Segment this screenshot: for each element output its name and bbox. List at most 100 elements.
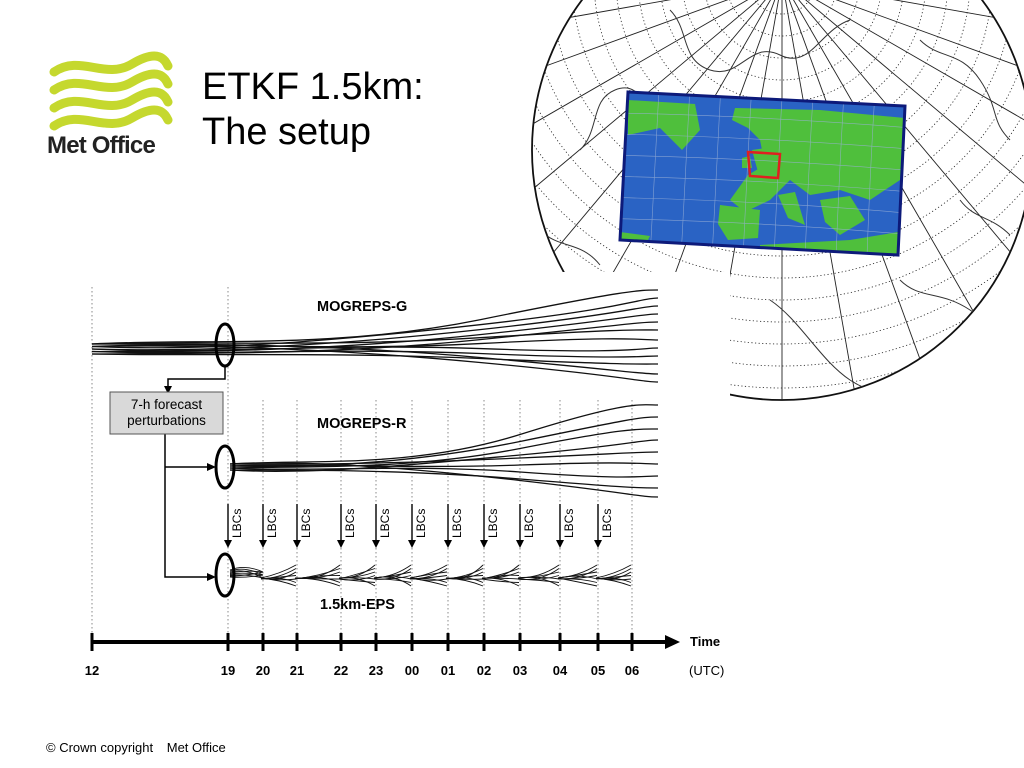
time-tick-label: 20 (256, 663, 270, 678)
domain-meridian (835, 102, 844, 252)
eps-member (481, 564, 520, 579)
global-member (91, 321, 659, 355)
time-label: Time (690, 634, 720, 649)
time-tick-label: 00 (405, 663, 419, 678)
lbc-label: LBCs (562, 509, 576, 538)
domain-meridian (650, 93, 660, 242)
footer-org: Met Office (166, 740, 226, 755)
domain-parallel (625, 133, 904, 149)
eps-member (373, 578, 412, 583)
lbc-arrowhead (516, 540, 524, 548)
uk-domain-box (746, 150, 782, 180)
global-member (91, 289, 659, 345)
lbc-label: LBCs (450, 509, 464, 538)
lbc-label: LBCs (265, 509, 279, 538)
globe-meridian (781, 0, 1024, 400)
eps-member (409, 571, 448, 579)
time-tick-label: 05 (591, 663, 605, 678)
lbc-label: LBCs (378, 509, 392, 538)
met-office-logo (49, 51, 173, 131)
ensemble-schematic: 7-h forecast perturbations MOGREPS-G MOG… (85, 287, 724, 678)
eps-member (338, 577, 376, 587)
globe-meridian (781, 0, 1024, 102)
lbc-label: LBCs (600, 509, 614, 538)
mogreps-r-trajectories (229, 404, 659, 498)
mogreps-g-label: MOGREPS-G (317, 299, 407, 315)
eps-member (294, 577, 341, 587)
regional-member (229, 404, 659, 465)
domain-meridian (743, 98, 752, 247)
globe-meridian (532, 0, 783, 102)
eps-member (517, 578, 560, 583)
regional-member (229, 416, 659, 468)
global-member (91, 305, 659, 351)
time-tick-label: 01 (441, 663, 455, 678)
globe-meridian (781, 0, 1024, 400)
domain-parallel (626, 112, 905, 128)
global-member (91, 353, 659, 365)
time-tick-label: 23 (369, 663, 383, 678)
globe-meridian (781, 0, 1024, 400)
domain-meridian (712, 96, 721, 246)
lbc-label: LBCs (299, 509, 313, 538)
title-line-2: The setup (202, 111, 371, 153)
footer-copyright: © Crown copyright (46, 740, 154, 755)
domain-meridian (866, 104, 875, 254)
lbc-label: LBCs (230, 509, 244, 538)
lbc-label: LBCs (343, 509, 357, 538)
mogreps-g-trajectories (91, 289, 659, 383)
time-tick-label: 22 (334, 663, 348, 678)
lbc-label: LBCs (486, 509, 500, 538)
domain-graticule (621, 93, 905, 254)
domain-parallel (621, 218, 900, 235)
lbc-arrowhead (408, 540, 416, 548)
model-domain-map (618, 90, 907, 257)
lbc-arrowhead (372, 540, 380, 548)
eps-initial-ellipse (214, 552, 236, 598)
domain-parallel (622, 197, 901, 213)
perturbation-box-line-1: 7-h forecast (131, 397, 203, 412)
time-axis-arrowhead (665, 635, 680, 649)
global-member (91, 350, 659, 358)
lbc-label: LBCs (522, 509, 536, 538)
time-tick-label: 03 (513, 663, 527, 678)
lbc-label: LBCs (414, 509, 428, 538)
globe-coastlines (539, 9, 1016, 400)
domain-meridian (681, 95, 690, 244)
eps-member (595, 577, 632, 587)
lbc-arrowhead (224, 540, 232, 548)
regional-member (229, 428, 659, 469)
globe-meridian (781, 0, 1022, 400)
time-tick-label: 12 (85, 663, 99, 678)
eps-label: 1.5km-EPS (320, 597, 395, 613)
global-member (91, 313, 659, 353)
land-europe (620, 100, 905, 255)
lbc-arrowhead (594, 540, 602, 548)
regional-member (229, 439, 659, 472)
title-line-1: ETKF 1.5km: (202, 66, 424, 108)
time-tick-label: 21 (290, 663, 304, 678)
lbc-arrowhead (337, 540, 345, 548)
regional-member (229, 451, 659, 465)
globe-meridian (781, 0, 904, 400)
lbc-arrowhead (293, 540, 301, 548)
globe-meridian (781, 0, 1024, 331)
eps-member (557, 575, 598, 580)
perturbation-box (109, 391, 224, 435)
global-member (91, 297, 659, 349)
eps-member (481, 578, 520, 583)
eps-member (517, 576, 560, 587)
connector-arrowheads (164, 386, 216, 581)
slide-title: ETKF 1.5km: The setup (202, 65, 424, 155)
time-tick-label: 02 (477, 663, 491, 678)
eps-member (481, 577, 520, 587)
globe-meridian (532, 0, 783, 220)
global-initial-ellipse (214, 322, 236, 368)
eps-member (338, 564, 376, 579)
regional-member (229, 462, 659, 468)
eps-member (595, 564, 632, 579)
lbc-arrowhead (480, 540, 488, 548)
eps-member (338, 578, 376, 583)
time-tick-label: 06 (625, 663, 639, 678)
